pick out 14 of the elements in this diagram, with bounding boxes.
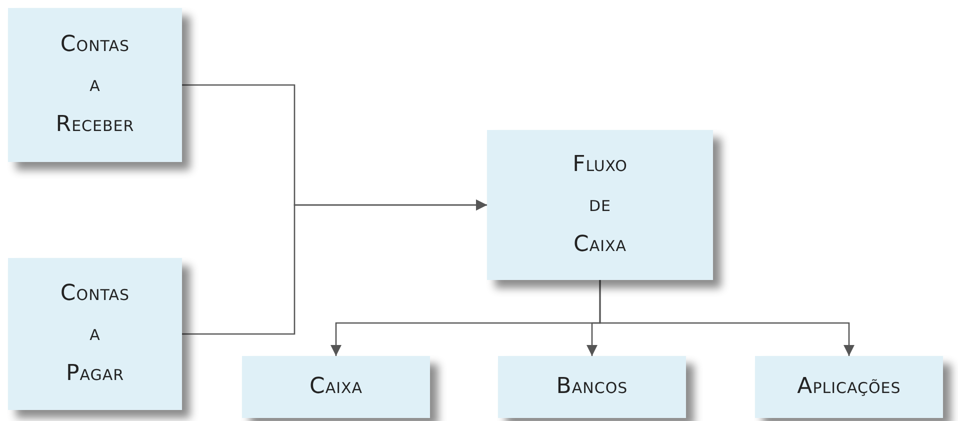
- connector-arrow: [182, 200, 487, 335]
- process-box: [8, 8, 182, 162]
- process-box: [242, 356, 430, 418]
- box-label: Contas a Receber: [56, 31, 134, 139]
- box-label: Caixa: [309, 373, 363, 401]
- process-box: [8, 258, 182, 410]
- process-box: [755, 356, 943, 418]
- connector-arrow: [599, 280, 854, 356]
- process-box: [498, 356, 686, 418]
- box-label: Aplicações: [797, 373, 901, 401]
- box-label: Contas a Pagar: [60, 280, 130, 388]
- box-label: Fluxo de Caixa: [572, 151, 628, 259]
- box-label: Bancos: [556, 373, 628, 401]
- process-box: [487, 130, 713, 280]
